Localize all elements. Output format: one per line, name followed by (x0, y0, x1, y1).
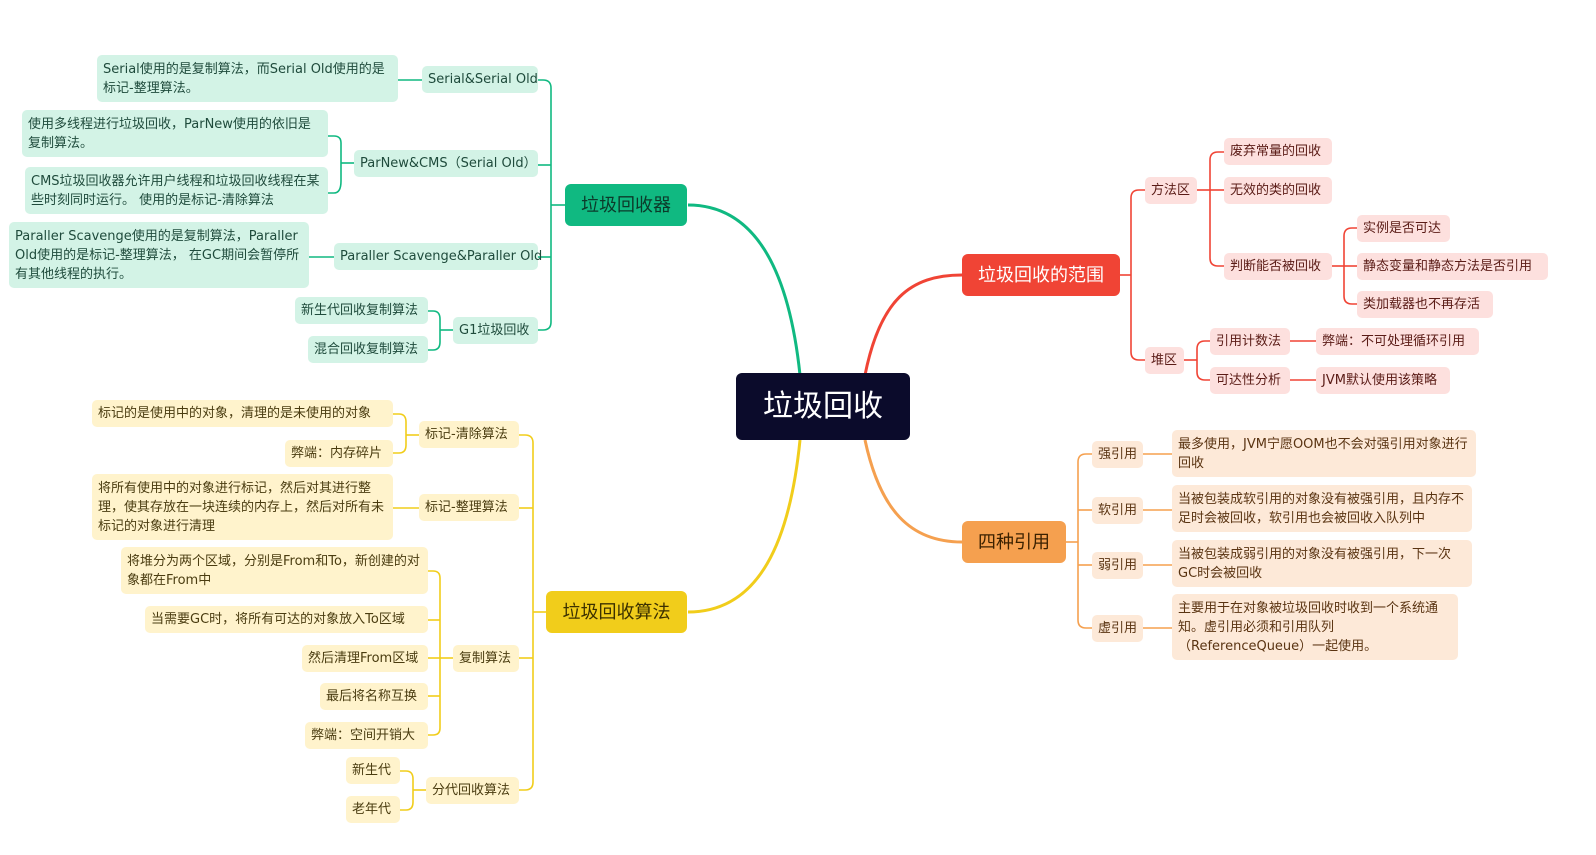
link-root-collector (687, 203, 802, 376)
links-collector (309, 79, 565, 351)
node-g1-desc-1[interactable]: 新生代回收复制算法 (295, 297, 428, 324)
node-gen-young[interactable]: 新生代 (346, 757, 400, 784)
node-ma-judge-1[interactable]: 实例是否可达 (1357, 215, 1450, 242)
node-weak[interactable]: 弱引用 (1092, 552, 1143, 579)
node-mark-compact[interactable]: 标记-整理算法 (419, 494, 519, 521)
node-serial[interactable]: Serial&Serial Old (422, 66, 538, 93)
links-references (1066, 453, 1172, 629)
node-soft-desc[interactable]: 当被包装成软引用的对象没有被强引用，且内存不足时会被回收，软引用也会被回收入队列… (1172, 485, 1472, 532)
node-strong-desc[interactable]: 最多使用，JVM宁愿OOM也不会对强引用对象进行回收 (1172, 430, 1476, 477)
node-mark-sweep-desc-2[interactable]: 弊端：内存碎片 (285, 440, 393, 467)
node-mark-sweep-desc-1[interactable]: 标记的是使用中的对象，清理的是未使用的对象 (92, 400, 393, 427)
branch-references[interactable]: 四种引用 (962, 521, 1066, 563)
node-ma-item-2[interactable]: 无效的类的回收 (1224, 177, 1332, 204)
branch-algorithm[interactable]: 垃圾回收算法 (546, 591, 687, 633)
node-copy-desc-1[interactable]: 将堆分为两个区域，分别是From和To，新创建的对象都在From中 (121, 547, 428, 594)
node-heap-item-1[interactable]: 引用计数法 (1210, 328, 1290, 355)
node-method-area[interactable]: 方法区 (1145, 177, 1197, 204)
node-parnew[interactable]: ParNew&CMS（Serial Old） (354, 150, 538, 177)
node-soft[interactable]: 软引用 (1092, 497, 1143, 524)
node-copy-desc-4[interactable]: 最后将名称互换 (320, 683, 428, 710)
links-algorithm (393, 413, 546, 811)
node-heap[interactable]: 堆区 (1145, 347, 1184, 374)
node-ma-judge-3[interactable]: 类加载器也不再存活 (1357, 291, 1493, 318)
node-serial-desc[interactable]: Serial使用的是复制算法，而Serial Old使用的是标记-整理算法。 (97, 55, 398, 102)
node-copy-desc-3[interactable]: 然后清理From区域 (302, 645, 428, 672)
node-gen-old[interactable]: 老年代 (346, 796, 400, 823)
node-parnew-desc-2[interactable]: CMS垃圾回收器允许用户线程和垃圾回收线程在某些时刻同时运行。 使用的是标记-清… (25, 167, 328, 214)
node-heap-item-2[interactable]: 可达性分析 (1210, 367, 1290, 394)
node-parallel[interactable]: Paraller Scavenge&Paraller Old (334, 243, 542, 270)
node-parallel-desc[interactable]: Paraller Scavenge使用的是复制算法，Paraller Old使用… (9, 222, 309, 288)
node-mark-sweep[interactable]: 标记-清除算法 (419, 421, 519, 448)
node-g1-desc-2[interactable]: 混合回收复制算法 (308, 336, 428, 363)
node-ma-item-1[interactable]: 废弃常量的回收 (1224, 138, 1332, 165)
link-root-references (863, 439, 963, 544)
node-parnew-desc-1[interactable]: 使用多线程进行垃圾回收，ParNew使用的依旧是复制算法。 (22, 110, 328, 157)
node-heap-item-1-note[interactable]: 弊端：不可处理循环引用 (1316, 328, 1479, 355)
node-weak-desc[interactable]: 当被包装成弱引用的对象没有被强引用，下一次GC时会被回收 (1172, 540, 1472, 587)
branch-collector[interactable]: 垃圾回收器 (565, 184, 687, 226)
node-g1[interactable]: G1垃圾回收 (453, 317, 538, 344)
node-generational[interactable]: 分代回收算法 (426, 777, 519, 804)
link-root-scope (863, 273, 963, 376)
link-root-algorithm (687, 439, 802, 614)
node-strong[interactable]: 强引用 (1092, 441, 1143, 468)
root-node[interactable]: 垃圾回收 (736, 373, 910, 440)
root-label: 垃圾回收 (763, 389, 883, 424)
node-copy-desc-2[interactable]: 当需要GC时，将所有可达的对象放入To区域 (145, 606, 428, 633)
node-ma-judge-2[interactable]: 静态变量和静态方法是否引用 (1357, 253, 1548, 280)
links-scope (1120, 151, 1357, 381)
node-heap-item-2-note[interactable]: JVM默认使用该策略 (1316, 367, 1450, 394)
node-mark-compact-desc[interactable]: 将所有使用中的对象进行标记，然后对其进行整理，使其存放在一块连续的内存上，然后对… (92, 474, 393, 540)
node-copy[interactable]: 复制算法 (453, 645, 519, 672)
node-copy-desc-5[interactable]: 弊端：空间开销大 (305, 722, 428, 749)
node-phantom[interactable]: 虚引用 (1092, 615, 1143, 642)
branch-scope[interactable]: 垃圾回收的范围 (962, 254, 1120, 296)
node-phantom-desc[interactable]: 主要用于在对象被垃圾回收时收到一个系统通知。虚引用必须和引用队列（Referen… (1172, 594, 1458, 660)
node-ma-item-3[interactable]: 判断能否被回收 (1224, 253, 1332, 280)
